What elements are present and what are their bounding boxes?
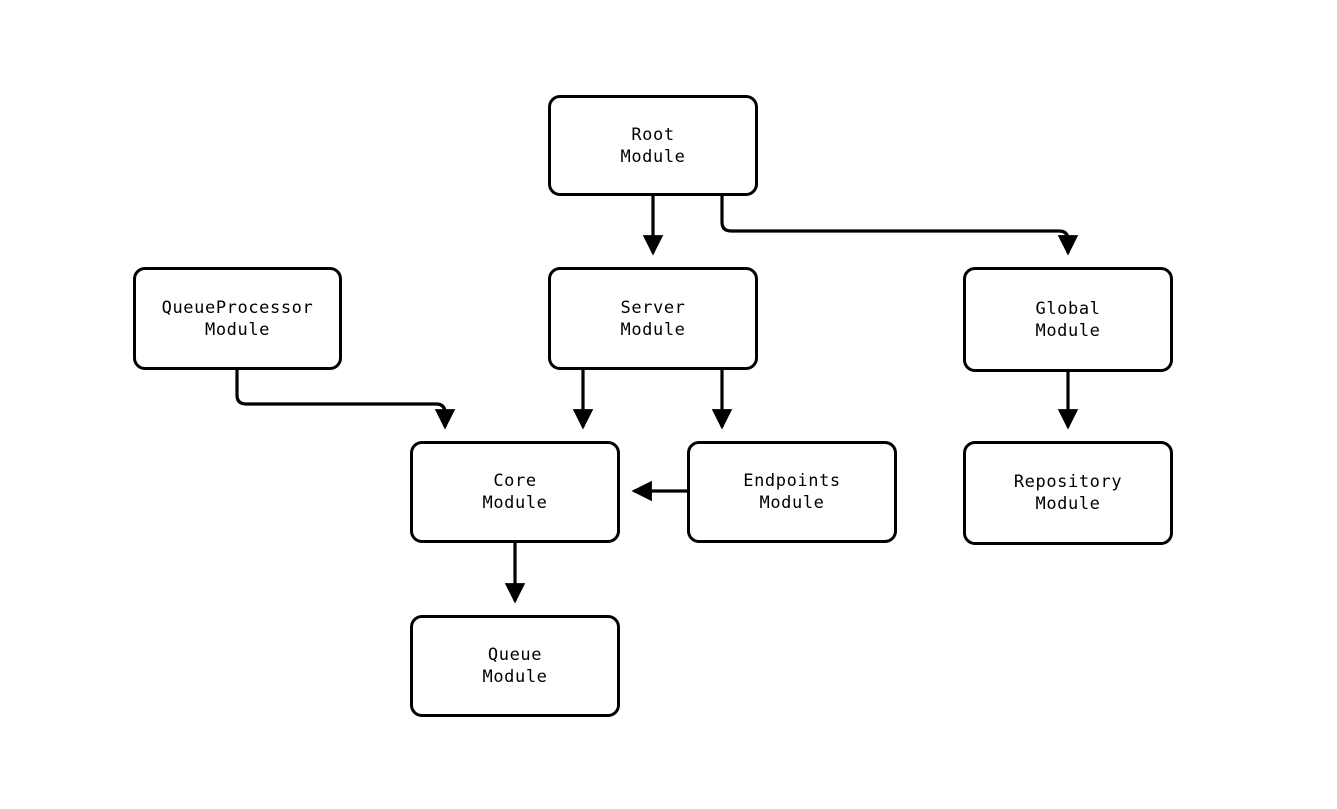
node-repository-module[interactable]: Repository Module [963,441,1173,545]
node-endpoints-module-suffix: Module [759,493,825,513]
node-queueprocessor-module-suffix: Module [204,319,270,340]
node-global-module-name: Global [1035,298,1101,319]
node-queue-module-name: Queue [487,645,543,665]
node-server-module-name: Server [620,297,686,318]
node-core-module[interactable]: Core Module [410,441,620,543]
node-root-module-suffix: Module [620,146,686,167]
node-core-module-suffix: Module [482,493,548,513]
node-endpoints-module[interactable]: Endpoints Module [687,441,897,543]
node-server-module-suffix: Module [620,319,686,340]
edge-queueprocessor-to-core [235,370,456,430]
node-queueprocessor-module-name: QueueProcessor [161,297,314,318]
node-global-module[interactable]: Global Module [963,267,1173,372]
node-queue-module-suffix: Module [482,667,548,687]
node-queueprocessor-module[interactable]: QueueProcessor Module [133,267,342,370]
node-endpoints-module-name: Endpoints [743,471,841,491]
node-root-module-name: Root [631,124,675,145]
node-repository-module-name: Repository [1013,472,1123,492]
edge-root-to-global [720,196,1079,256]
node-global-module-suffix: Module [1035,320,1101,341]
node-server-module[interactable]: Server Module [548,267,758,370]
node-root-module[interactable]: Root Module [548,95,758,196]
node-core-module-name: Core [493,471,537,491]
node-repository-module-suffix: Module [1035,494,1101,514]
node-queue-module[interactable]: Queue Module [410,615,620,717]
